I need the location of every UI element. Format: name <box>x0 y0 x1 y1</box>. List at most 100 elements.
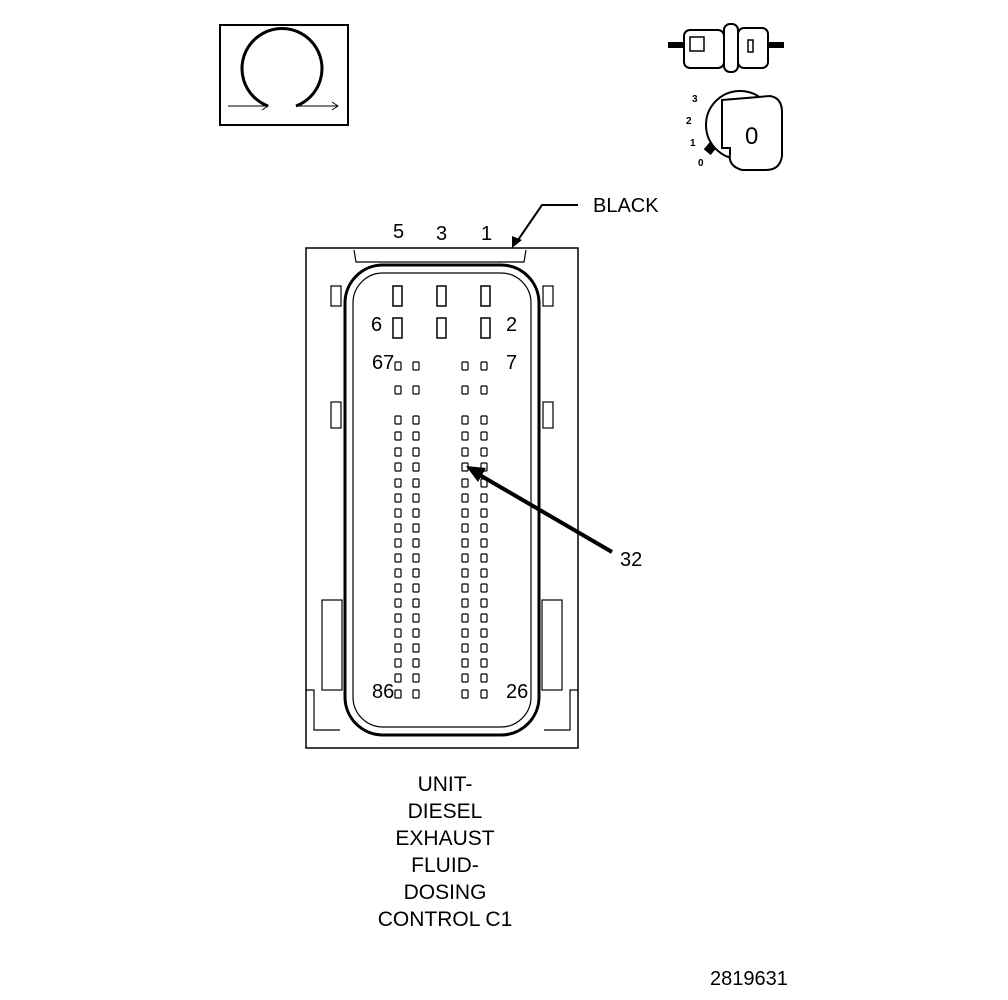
small-pin <box>394 538 402 548</box>
connector-title: UNIT- DIESEL EXHAUST FLUID- DOSING CONTR… <box>378 773 513 931</box>
small-pin <box>461 447 469 457</box>
connector-plug-icon <box>668 23 784 73</box>
small-pin <box>461 689 469 699</box>
small-pin <box>412 361 420 371</box>
small-pin <box>394 385 402 395</box>
small-pin <box>461 628 469 638</box>
small-pin <box>461 673 469 683</box>
small-pin <box>394 583 402 593</box>
small-pin <box>461 523 469 533</box>
small-pin <box>461 643 469 653</box>
small-pin-matrix <box>394 361 488 699</box>
pin-label-5: 5 <box>393 221 404 243</box>
small-pin <box>461 493 469 503</box>
small-pin <box>394 628 402 638</box>
small-pin <box>480 361 488 371</box>
pin-label-2: 2 <box>506 314 517 336</box>
small-pin <box>412 493 420 503</box>
small-pin <box>480 415 488 425</box>
small-pin <box>461 415 469 425</box>
small-pin <box>394 508 402 518</box>
small-pin <box>394 568 402 578</box>
small-pin <box>480 613 488 623</box>
small-pin <box>461 658 469 668</box>
pin-label-7: 7 <box>506 352 517 374</box>
small-pin <box>412 613 420 623</box>
small-pin <box>461 553 469 563</box>
small-pin <box>480 538 488 548</box>
small-pin <box>461 431 469 441</box>
small-pin <box>394 447 402 457</box>
small-pin <box>412 431 420 441</box>
pin-callout: 32 <box>466 466 642 571</box>
pin-label-86: 86 <box>372 681 394 703</box>
small-pin <box>412 478 420 488</box>
small-pin <box>461 613 469 623</box>
small-pin <box>412 568 420 578</box>
title-line: DOSING <box>404 881 487 904</box>
small-pin <box>461 538 469 548</box>
title-line: FLUID- <box>411 854 479 877</box>
small-pin <box>480 385 488 395</box>
small-pin <box>461 568 469 578</box>
small-pin <box>480 523 488 533</box>
pin-label-6: 6 <box>371 314 382 336</box>
terminal-rotation-icon <box>219 24 349 126</box>
small-pin <box>394 643 402 653</box>
small-pin <box>394 415 402 425</box>
small-pin <box>412 538 420 548</box>
small-pin <box>480 673 488 683</box>
small-pin <box>480 643 488 653</box>
lock-position-2: 2 <box>686 116 692 127</box>
small-pin <box>394 673 402 683</box>
large-pins <box>392 285 491 339</box>
small-pin <box>461 508 469 518</box>
small-pin <box>480 508 488 518</box>
small-pin <box>394 431 402 441</box>
pin-label-67: 67 <box>372 352 394 374</box>
title-line: UNIT- <box>418 773 473 796</box>
small-pin <box>461 361 469 371</box>
title-line: DIESEL <box>408 800 483 823</box>
small-pin <box>394 613 402 623</box>
small-pin <box>394 361 402 371</box>
small-pin <box>394 462 402 472</box>
small-pin <box>480 431 488 441</box>
pin-label-26: 26 <box>506 681 528 703</box>
title-line: EXHAUST <box>395 827 494 850</box>
small-pin <box>394 598 402 608</box>
small-pin <box>394 493 402 503</box>
title-line: CONTROL C1 <box>378 908 513 931</box>
wire-color-leader: BLACK <box>512 195 659 248</box>
lock-position-3: 3 <box>692 94 698 105</box>
pin-label-3: 3 <box>436 223 447 245</box>
small-pin <box>480 628 488 638</box>
small-pin <box>394 553 402 563</box>
connector-housing <box>305 247 579 749</box>
small-pin <box>412 598 420 608</box>
wire-color-label: BLACK <box>593 195 659 217</box>
lock-digit: 0 <box>745 123 758 150</box>
small-pin <box>412 462 420 472</box>
small-pin <box>461 385 469 395</box>
pin-labels: 5 3 1 6 2 67 7 86 26 <box>371 221 528 703</box>
lock-position-1: 1 <box>690 138 696 149</box>
pin-label-1: 1 <box>481 223 492 245</box>
small-pin <box>480 598 488 608</box>
small-pin <box>480 493 488 503</box>
small-pin <box>394 689 402 699</box>
lock-position-0: 0 <box>698 158 704 169</box>
small-pin <box>461 478 469 488</box>
small-pin <box>412 658 420 668</box>
key-lock-icon: 3 2 1 0 0 <box>686 90 783 171</box>
small-pin <box>412 583 420 593</box>
small-pin <box>412 689 420 699</box>
small-pin <box>394 478 402 488</box>
small-pin <box>480 553 488 563</box>
small-pin <box>412 643 420 653</box>
small-pin <box>412 385 420 395</box>
small-pin <box>480 658 488 668</box>
small-pin <box>412 553 420 563</box>
small-pin <box>412 673 420 683</box>
